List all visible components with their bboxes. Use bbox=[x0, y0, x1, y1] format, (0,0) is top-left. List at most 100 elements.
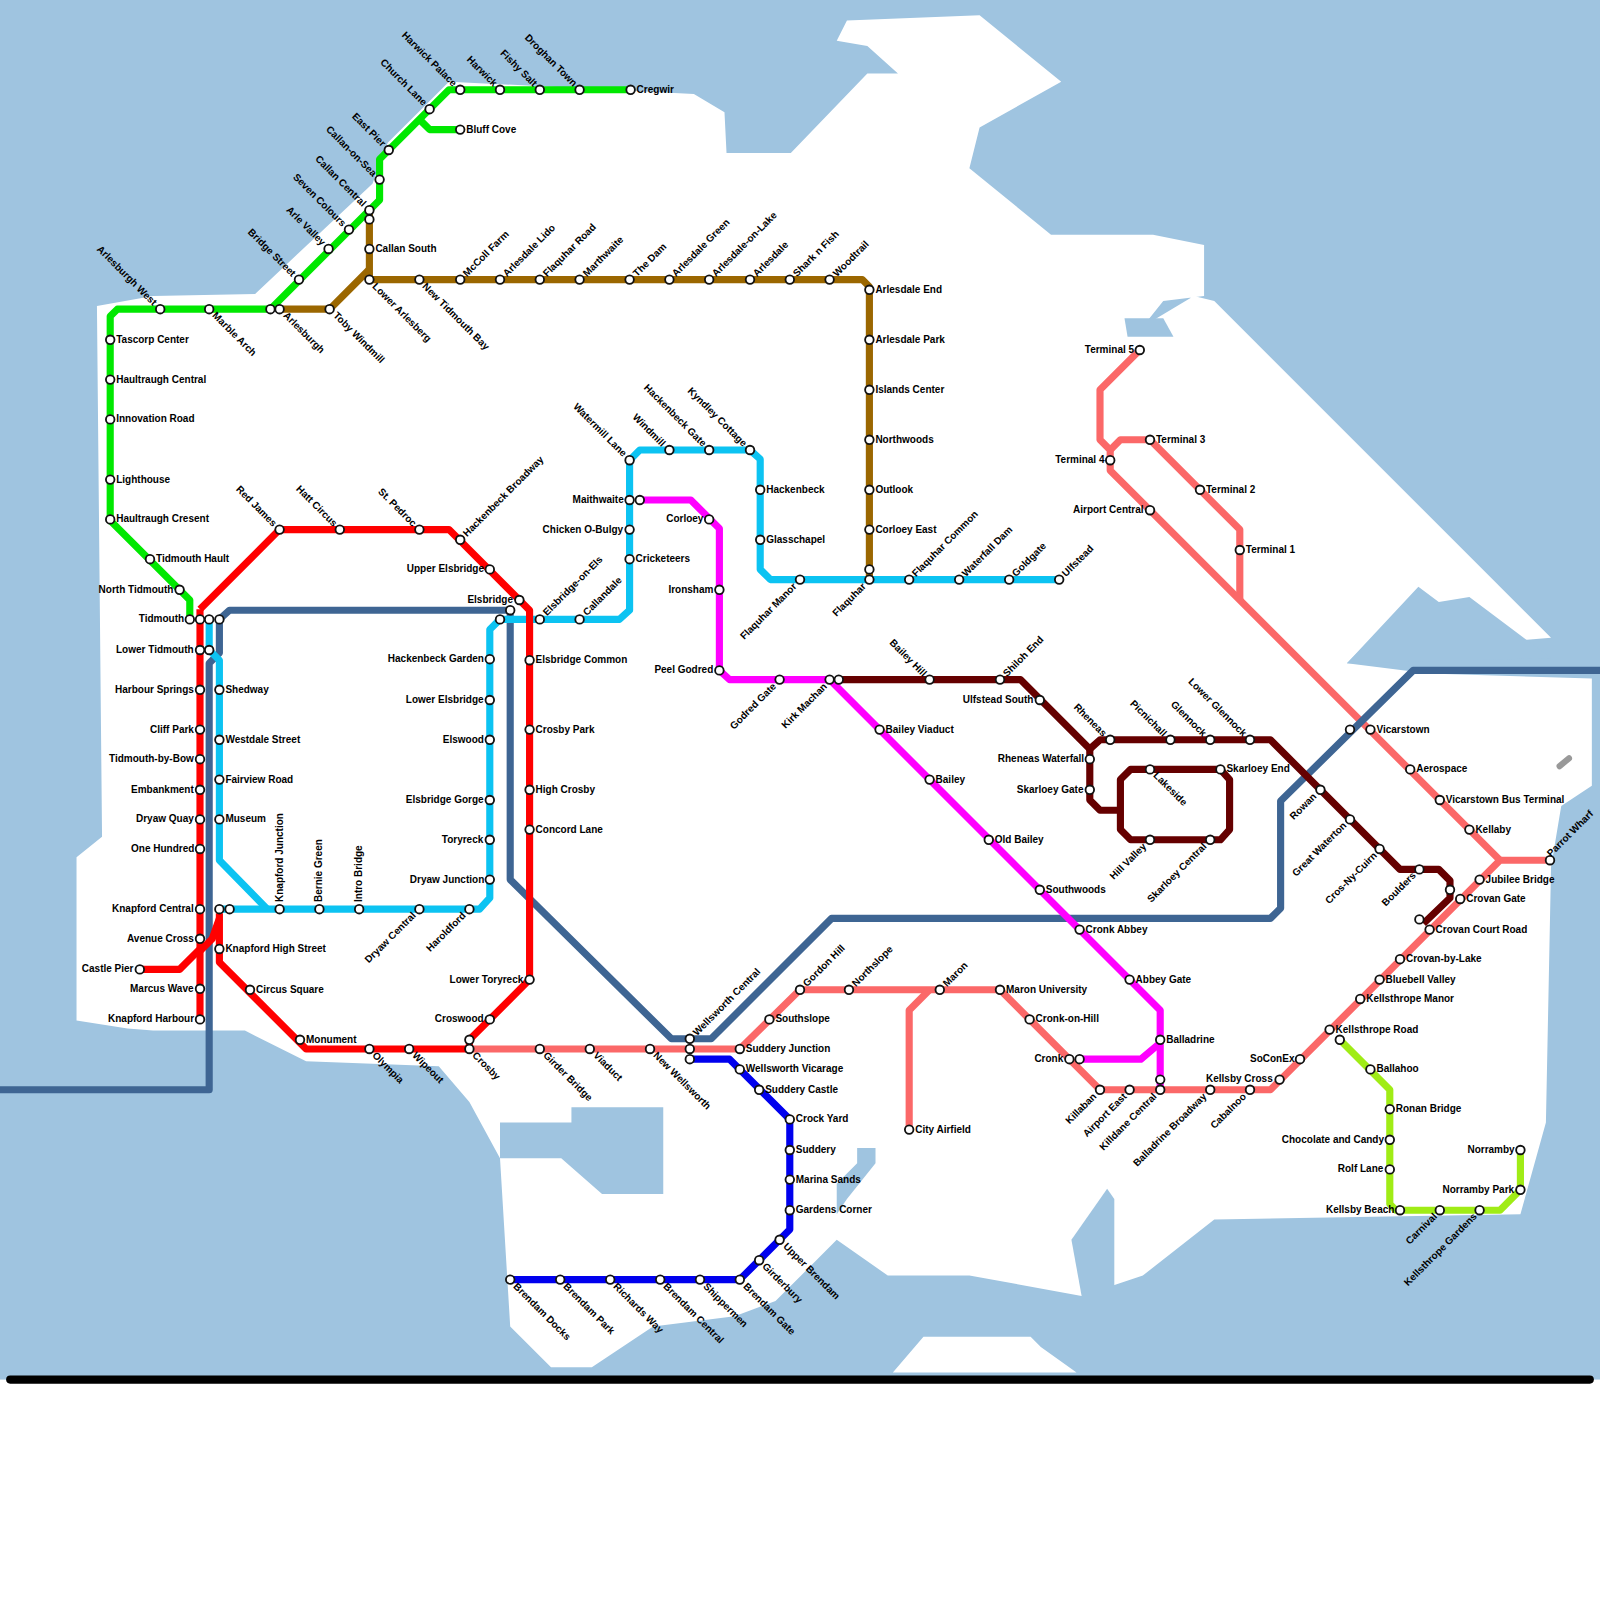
station-dot bbox=[1055, 575, 1064, 584]
station-label: Shedway bbox=[225, 684, 268, 696]
station-dot bbox=[465, 1036, 474, 1045]
station-dot bbox=[1375, 845, 1384, 854]
station-dot bbox=[175, 586, 184, 595]
station-dot bbox=[415, 525, 424, 534]
station-dot bbox=[1396, 955, 1405, 964]
station-label: Knapford Harbour bbox=[108, 1013, 194, 1025]
station-dot bbox=[215, 686, 224, 695]
station-label: Balladrine bbox=[1166, 1034, 1214, 1046]
station-dot bbox=[875, 725, 884, 734]
station-label: Bluff Cove bbox=[466, 124, 516, 136]
station-dot bbox=[336, 525, 345, 534]
station-dot bbox=[196, 755, 205, 764]
station-dot bbox=[1125, 1086, 1134, 1095]
rail-line bbox=[209, 619, 267, 909]
station-dot bbox=[456, 125, 465, 134]
station-dot bbox=[586, 1045, 595, 1054]
station-dot bbox=[106, 475, 115, 484]
rail-line bbox=[140, 949, 200, 969]
station-dot bbox=[136, 965, 145, 974]
station-dot bbox=[486, 836, 495, 845]
station-dot bbox=[375, 175, 384, 184]
station-dot bbox=[625, 456, 634, 465]
station-label: Arlesdale Park bbox=[875, 334, 945, 346]
station-dot bbox=[556, 1275, 565, 1284]
station-label: Crovan-by-Lake bbox=[1406, 953, 1482, 965]
station-label: Cliff Park bbox=[150, 724, 194, 736]
station-dot bbox=[486, 696, 495, 705]
water bbox=[1124, 318, 1173, 336]
station-dot bbox=[215, 615, 224, 624]
rail-line bbox=[200, 530, 530, 1049]
station-dot bbox=[525, 725, 534, 734]
station-dot bbox=[515, 596, 524, 605]
station-dot bbox=[786, 1206, 795, 1215]
station-dot bbox=[1516, 1186, 1525, 1195]
water bbox=[1071, 1189, 1114, 1296]
station-label: Lower Elsbridge bbox=[406, 694, 484, 706]
station-label: Abbey Gate bbox=[1136, 974, 1192, 986]
station-dot bbox=[1036, 696, 1045, 705]
station-dot bbox=[215, 945, 224, 954]
station-label: Kellsby Beach bbox=[1326, 1204, 1394, 1216]
station-label: Rheneas Waterfall bbox=[998, 753, 1084, 765]
station-dot bbox=[625, 555, 634, 564]
station-label: Cricketeers bbox=[636, 553, 690, 565]
station-label: Corloey bbox=[666, 513, 703, 525]
station-dot bbox=[1146, 765, 1155, 774]
station-dot bbox=[1386, 1136, 1395, 1145]
station-dot bbox=[205, 305, 214, 314]
station-dot bbox=[215, 775, 224, 784]
station-label: Intro Bridge bbox=[353, 846, 365, 903]
station-dot bbox=[696, 1275, 705, 1284]
station-label: Lighthouse bbox=[116, 474, 170, 486]
station-dot bbox=[1196, 486, 1205, 495]
station-dot bbox=[506, 606, 515, 615]
station-dot bbox=[215, 905, 224, 914]
station-dot bbox=[955, 575, 964, 584]
station-dot bbox=[496, 86, 505, 95]
rail-line bbox=[510, 1059, 790, 1279]
station-label: Toryreck bbox=[442, 834, 484, 846]
station-dot bbox=[205, 646, 214, 655]
station-dot bbox=[106, 375, 115, 384]
station-dot bbox=[756, 486, 765, 495]
station-label: Corloey East bbox=[875, 524, 936, 536]
station-dot bbox=[525, 825, 534, 834]
station-dot bbox=[365, 245, 374, 254]
station-label: North Tidmouth bbox=[99, 584, 174, 596]
station-dot bbox=[1106, 456, 1115, 465]
station-label: Harbour Springs bbox=[115, 684, 194, 696]
station-dot bbox=[1296, 1055, 1305, 1064]
station-label: Lower Tidmouth bbox=[116, 644, 194, 656]
station-dot bbox=[1415, 865, 1424, 874]
station-dot bbox=[486, 655, 495, 664]
station-dot bbox=[456, 86, 465, 95]
station-dot bbox=[536, 1045, 545, 1054]
station-dot bbox=[1166, 736, 1175, 745]
station-dot bbox=[205, 615, 214, 624]
station-dot bbox=[996, 675, 1005, 684]
station-label: Cronk Abbey bbox=[1086, 924, 1148, 936]
station-label: Terminal 2 bbox=[1206, 484, 1255, 496]
land bbox=[893, 1337, 1077, 1373]
station-dot bbox=[1146, 506, 1155, 515]
station-dot bbox=[1075, 1055, 1084, 1064]
station-dot bbox=[525, 975, 534, 984]
station-label: Gardens Corner bbox=[796, 1204, 872, 1216]
station-label: Cronk-on-Hill bbox=[1036, 1013, 1099, 1025]
station-dot bbox=[715, 666, 724, 675]
station-label: Rolf Lane bbox=[1338, 1163, 1384, 1175]
station-label: Croswood bbox=[435, 1013, 484, 1025]
station-label: Suddery bbox=[796, 1144, 836, 1156]
station-dot bbox=[786, 1175, 795, 1184]
station-dot bbox=[1386, 1165, 1395, 1174]
station-label: Airport Central bbox=[1073, 504, 1144, 516]
station-label: Elsbridge Gorge bbox=[406, 794, 484, 806]
station-label: Westdale Street bbox=[225, 734, 300, 746]
station-dot bbox=[1375, 975, 1384, 984]
rail-line bbox=[640, 500, 1160, 1090]
station-label: Jubilee Bridge bbox=[1486, 874, 1555, 886]
station-label: City Airfield bbox=[915, 1124, 971, 1136]
station-label: Hackenbeck bbox=[766, 484, 824, 496]
